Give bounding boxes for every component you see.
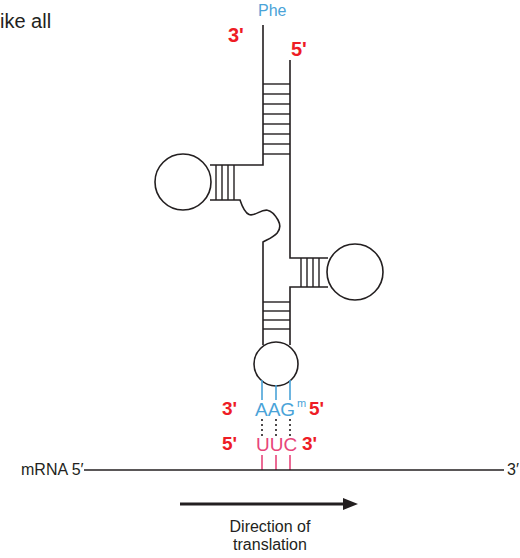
anticodon-loop	[254, 342, 298, 386]
mrna-label: mRNA 5′	[21, 461, 84, 479]
t-loop	[327, 244, 383, 300]
end-label: 3'	[222, 399, 237, 420]
base-pair-rungs	[216, 84, 319, 329]
end-label: 5'	[309, 399, 324, 420]
direction-arrow-head	[343, 498, 358, 510]
anticodon-label: AAG	[255, 400, 295, 421]
strand-line	[210, 25, 263, 165]
codon-label: UUC	[256, 435, 297, 456]
end-label: 5'	[222, 434, 237, 455]
trna-backbone	[155, 25, 383, 386]
end-label: 5'	[291, 38, 307, 60]
mrna-line	[84, 469, 504, 470]
strand-line	[290, 287, 328, 345]
direction-label: Direction of translation	[220, 518, 320, 554]
d-loop	[155, 154, 211, 210]
codon-ticks	[262, 455, 290, 470]
strand-line	[290, 60, 328, 258]
amino-acid-label: Phe	[258, 2, 286, 20]
direction-arrow-shaft	[180, 503, 345, 506]
cropped-text: ike all	[0, 10, 51, 32]
strand-line	[210, 200, 280, 345]
modification-label: m	[297, 397, 306, 409]
end-label: 3'	[228, 24, 244, 46]
anticodon-ticks	[262, 380, 290, 400]
end-label: 3′	[507, 461, 519, 479]
pairing-dots	[262, 419, 290, 436]
end-label: 3'	[302, 434, 317, 455]
